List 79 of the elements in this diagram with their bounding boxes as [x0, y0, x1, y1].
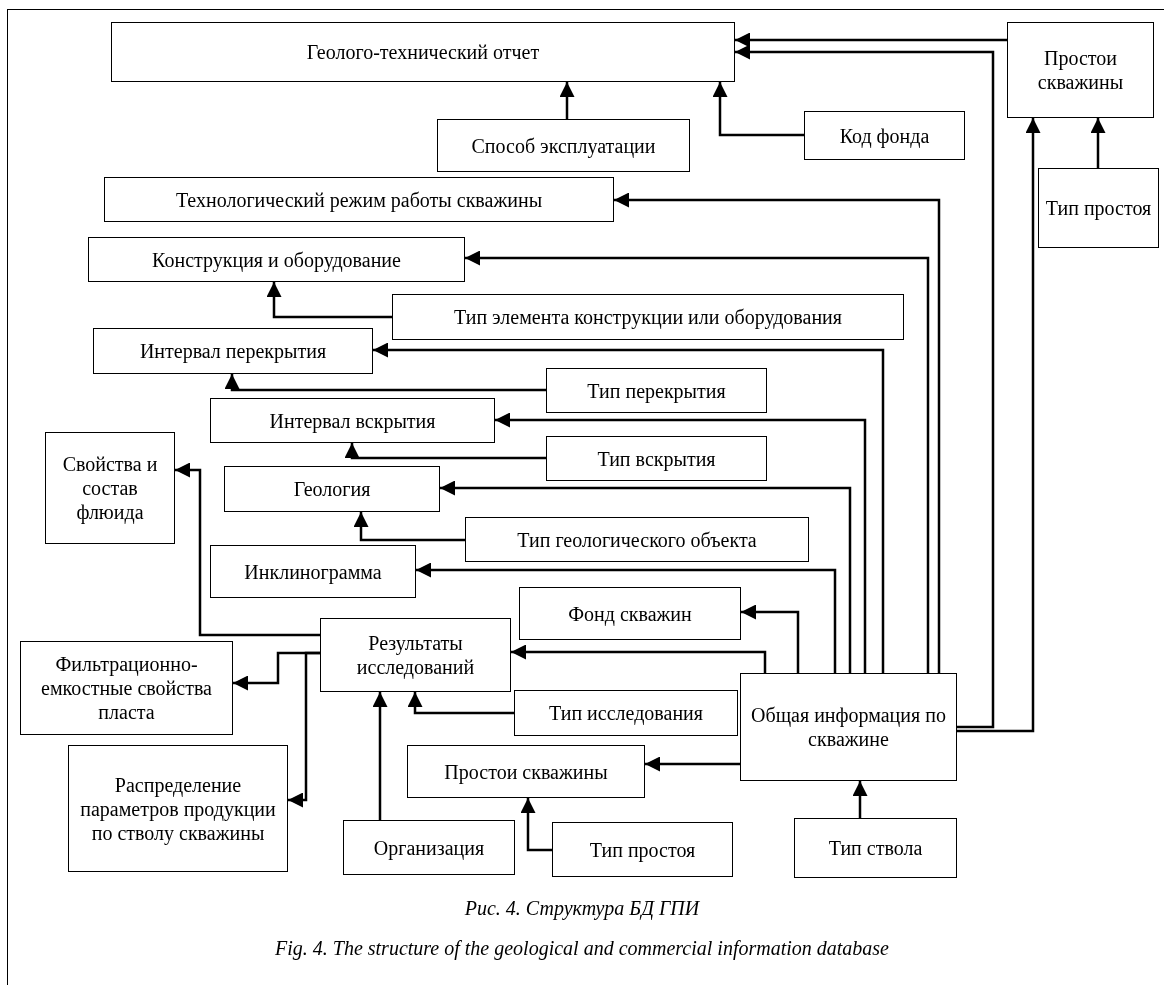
box-label: Тип исследования — [549, 701, 703, 725]
box-label: Тип перекрытия — [587, 378, 726, 403]
table-box — [552, 822, 733, 877]
arrow — [614, 192, 941, 673]
arrow — [735, 44, 995, 729]
table-box — [20, 641, 233, 735]
table-box — [1007, 22, 1154, 118]
arrow — [407, 692, 514, 715]
box-label: Интервал перекрытия — [139, 339, 327, 363]
arrow — [372, 692, 388, 820]
table-box — [804, 111, 965, 160]
arrow — [373, 342, 885, 673]
arrow — [957, 118, 1041, 733]
box-label: Распределение параметров продукции по стволу скважины — [79, 772, 277, 845]
table-box — [88, 237, 465, 282]
box-label: Результаты исследований — [355, 631, 476, 679]
table-box — [546, 368, 767, 413]
box-label: Фильтрационно-емкостные свойства пласта — [40, 652, 213, 724]
arrow — [175, 462, 320, 637]
box-label: Простои скважины — [444, 759, 608, 784]
arrow — [344, 443, 546, 460]
box-label: Организация — [373, 835, 485, 860]
table-box — [224, 466, 440, 512]
arrow — [353, 512, 465, 542]
arrow — [735, 32, 1007, 48]
table-box — [320, 618, 511, 692]
box-label: Тип ствола — [828, 836, 923, 860]
box-label: Способ эксплуатации — [471, 133, 656, 158]
arrow — [645, 756, 740, 772]
table-box — [1038, 168, 1159, 248]
arrow — [224, 374, 546, 392]
arrow — [1090, 118, 1106, 168]
table-box — [519, 587, 741, 640]
table-box — [210, 398, 495, 443]
box-label: Конструкция и оборудование — [152, 247, 401, 272]
box-label: Общая информация по скважине — [750, 703, 947, 751]
arrow — [465, 250, 930, 673]
box-label: Геология — [293, 477, 371, 501]
table-box — [343, 820, 515, 875]
box-label: Технологический режим работы скважины — [175, 187, 543, 212]
arrow — [288, 651, 320, 808]
box-label: Фонд скважин — [568, 601, 692, 626]
table-box — [111, 22, 735, 82]
box-label: Код фонда — [839, 123, 930, 148]
table-box — [437, 119, 690, 172]
table-box — [546, 436, 767, 481]
table-box — [465, 517, 809, 562]
box-label: Тип простоя — [1045, 196, 1152, 220]
caption-translation: Fig. 4. The structure of the geological and commercial information database — [275, 936, 889, 962]
box-label: Интервал вскрытия — [269, 408, 436, 433]
table-box — [794, 818, 957, 878]
table-box — [210, 545, 416, 598]
arrow — [440, 480, 852, 673]
box-label: Тип элемента конструкции или оборудования — [454, 305, 842, 329]
table-box — [68, 745, 288, 872]
table-box — [104, 177, 614, 222]
arrow — [416, 562, 837, 673]
box-label: Тип простоя — [589, 837, 696, 862]
arrow — [520, 798, 552, 852]
table-box — [407, 745, 645, 798]
arrow — [852, 781, 868, 818]
arrow — [741, 604, 800, 673]
table-box — [392, 294, 904, 340]
table-box — [514, 690, 738, 736]
box-label: Тип геологического объекта — [517, 527, 757, 552]
arrow — [559, 82, 575, 119]
box-label: Свойства и состав флюида — [61, 452, 159, 524]
arrow — [712, 82, 804, 137]
box-label: Геолого-технический отчет — [306, 40, 540, 64]
table-box — [45, 432, 175, 544]
figure-caption: Рис. 4. Структура БД ГПИ — [464, 897, 700, 919]
table-box — [93, 328, 373, 374]
box-label: Простои скважины — [1036, 46, 1125, 94]
box-label: Тип вскрытия — [597, 446, 716, 471]
arrow — [266, 282, 392, 319]
arrow — [511, 644, 767, 673]
box-label: Инклинограмма — [244, 559, 382, 584]
arrow — [495, 412, 867, 673]
table-box — [740, 673, 957, 781]
